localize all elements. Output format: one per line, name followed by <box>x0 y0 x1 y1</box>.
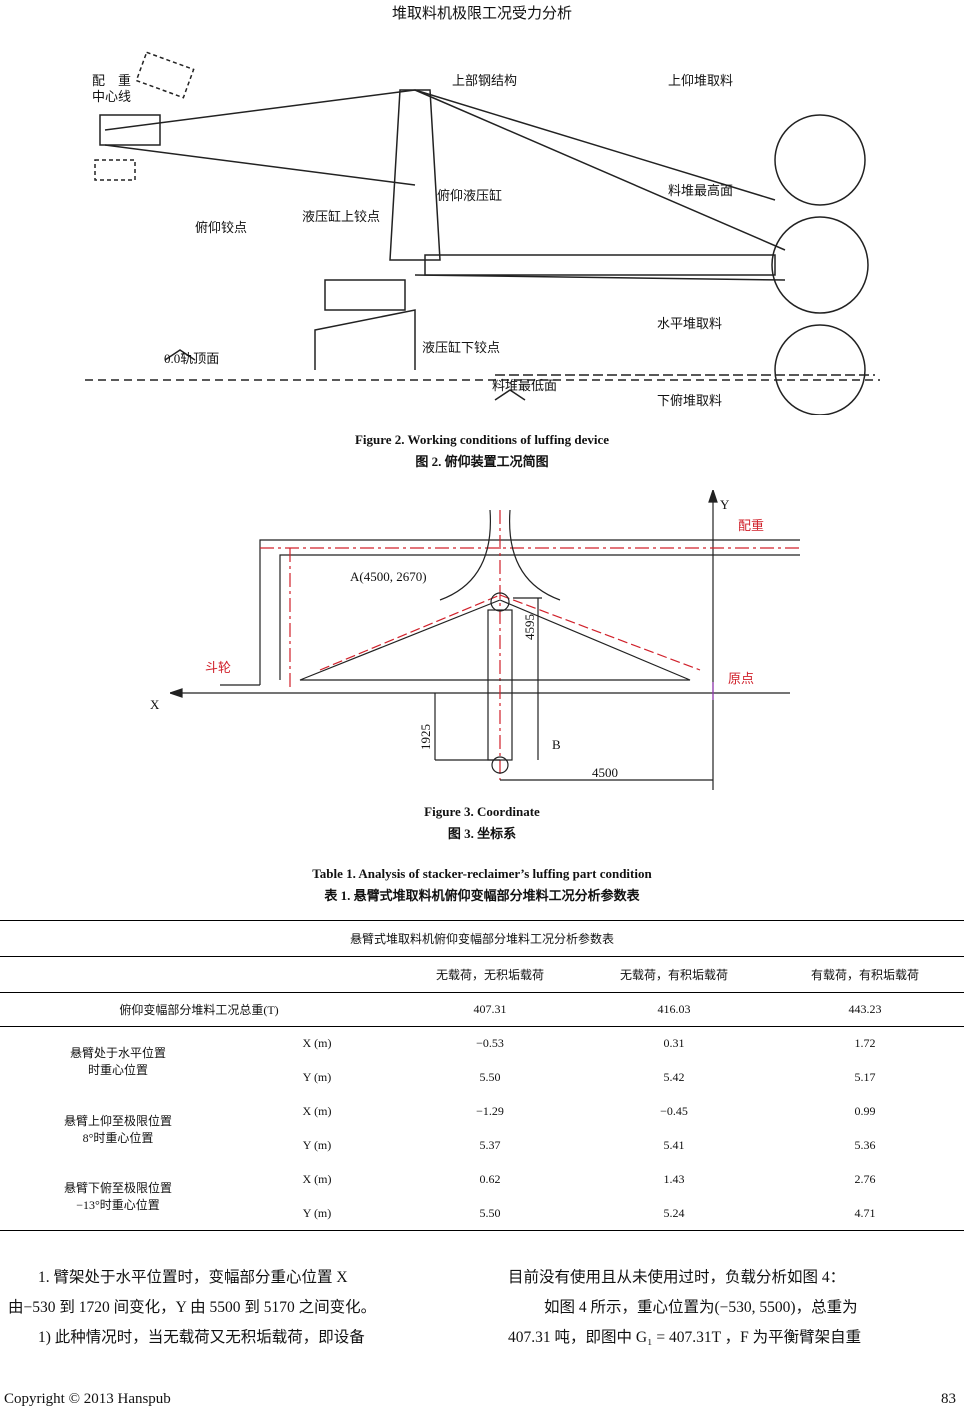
fig2-label-centerline: 中心线 <box>92 89 132 104</box>
x-label: X (m) <box>302 1036 332 1051</box>
group-label-line: 悬臂上仰至极限位置 <box>63 1113 172 1128</box>
body-right-line: 如图 4 所示，重心位置为(−530, 5500)，总重为 <box>544 1299 858 1316</box>
cell: 443.23 <box>848 1002 882 1016</box>
table-caption-en: Table 1. Analysis of stacker-reclaimer’s… <box>312 866 652 881</box>
figure-2-drawing <box>85 51 880 415</box>
cell: 5.37 <box>479 1138 501 1152</box>
table-caption-cn: 表 1. 悬臂式堆取料机俯仰变幅部分堆料工况分析参数表 <box>324 888 640 903</box>
fig2-label-rail-top: 0.0轨顶面 <box>164 351 220 366</box>
cell: 407.31 <box>473 1002 507 1016</box>
cell: 416.03 <box>657 1002 691 1016</box>
group-label: 悬臂处于水平位置时重心位置 <box>0 1027 236 1095</box>
col-header: 无载荷，无积垢载荷 <box>435 968 544 982</box>
body-right-line: 407.31 吨，即图中 G₁ = 407.31T ，F 为平衡臂架自重 <box>508 1329 862 1346</box>
analysis-table: 悬臂式堆取料机俯仰变幅部分堆料工况分析参数表 无载荷，无积垢载荷 无载荷，有积垢… <box>0 920 964 1231</box>
group-label-line: 悬臂处于水平位置 <box>69 1045 166 1060</box>
cell: 0.99 <box>854 1104 876 1118</box>
fig2-label-upper-steel: 上部钢结构 <box>452 73 518 88</box>
fig3-label-point-a: A(4500, 2670) <box>350 569 427 584</box>
fig3-label-counterweight: 配重 <box>738 518 765 533</box>
fig2-label-pile-top: 料堆最高面 <box>668 183 734 198</box>
group-label-line: 悬臂下俯至极限位置 <box>63 1181 172 1196</box>
body-left-line: 1. 臂架处于水平位置时，变幅部分重心位置 X <box>38 1269 348 1286</box>
cell: 0.31 <box>663 1036 685 1051</box>
cell: 5.50 <box>479 1205 501 1220</box>
cell: 5.24 <box>663 1205 685 1220</box>
fig3-y-axis-label: Y <box>720 497 730 512</box>
fig2-label-luff-hinge: 俯仰铰点 <box>195 220 248 235</box>
fig3-dim-4595: 4595 <box>522 614 537 640</box>
cell: 1.43 <box>663 1172 685 1186</box>
fig2-label-counterweight: 配 重 <box>92 73 132 88</box>
footer-copyright: Copyright © 2013 Hanspub <box>4 1391 171 1407</box>
page-number: 83 <box>941 1391 956 1407</box>
fig2-label-cyl-upper-hinge: 液压缸上铰点 <box>302 209 381 224</box>
fig3-x-axis-label: X <box>150 697 160 712</box>
body-left-line: 由−530 到 1720 间变化，Y 由 5500 到 5170 之间变化。 <box>8 1299 377 1316</box>
group-label-line: −13°时重心位置 <box>76 1198 160 1213</box>
cell: 5.36 <box>854 1138 876 1152</box>
fig2-label-luff-cylinder: 俯仰液压缸 <box>437 188 503 203</box>
fig3-label-point-b: B <box>552 737 561 752</box>
cell: 1.72 <box>854 1036 876 1051</box>
body-left-line: 1) 此种情况时，当无载荷又无积垢载荷，即设备 <box>38 1329 365 1346</box>
table-title: 悬臂式堆取料机俯仰变幅部分堆料工况分析参数表 <box>349 932 614 946</box>
cell: 5.17 <box>854 1070 876 1084</box>
cell: 2.76 <box>854 1172 876 1186</box>
group-label: 悬臂下俯至极限位置 −13°时重心位置 <box>0 1163 236 1231</box>
fig2-label-up-reclaim: 上仰堆取料 <box>668 73 734 88</box>
figure-3-caption-en: Figure 3. Coordinate <box>424 804 540 819</box>
col-header: 无载荷，有积垢载荷 <box>619 968 728 982</box>
x-label: X (m) <box>302 1104 332 1118</box>
group-label-line: 8°时重心位置 <box>82 1130 154 1145</box>
fig3-dim-1925: 1925 <box>418 724 433 750</box>
figure-3-caption-cn: 图 3. 坐标系 <box>447 826 517 841</box>
body-right-line: 目前没有使用且从未使用过时，负载分析如图 4： <box>508 1269 846 1286</box>
group-label: 悬臂上仰至极限位置 8°时重心位置 <box>0 1095 236 1163</box>
figure-2-caption-en: Figure 2. Working conditions of luffing … <box>354 432 610 447</box>
cell: −1.29 <box>476 1104 504 1118</box>
fig2-label-cyl-lower-hinge: 液压缸下铰点 <box>422 340 501 355</box>
x-label: X (m) <box>302 1172 332 1186</box>
cell: 0.62 <box>479 1172 501 1186</box>
col-header: 有载荷，有积垢载荷 <box>810 968 919 982</box>
fig3-label-bucket-wheel: 斗轮 <box>205 660 232 675</box>
figure-3-drawing <box>170 490 800 790</box>
total-weight-label: 俯仰变幅部分堆料工况总重(T) <box>119 1003 279 1017</box>
cell: 5.41 <box>663 1138 685 1152</box>
fig2-label-pile-bottom: 料堆最低面 <box>492 378 558 393</box>
y-label: Y (m) <box>302 1070 332 1084</box>
cell: −0.53 <box>476 1036 504 1051</box>
fig2-label-horizontal-reclaim: 水平堆取料 <box>657 316 723 331</box>
cell: −0.45 <box>660 1104 688 1118</box>
fig2-label-down-reclaim: 下俯堆取料 <box>657 393 723 408</box>
running-header: 堆取料机极限工况受力分析 <box>391 6 572 22</box>
cell: 4.71 <box>854 1205 876 1220</box>
y-label: Y (m) <box>302 1138 332 1152</box>
group-label-line: 时重心位置 <box>87 1062 148 1077</box>
figure-2-caption-cn: 图 2. 俯仰装置工况简图 <box>415 454 549 469</box>
y-label: Y (m) <box>302 1205 332 1220</box>
cell: 5.50 <box>479 1070 501 1084</box>
fig3-dim-4500: 4500 <box>592 765 618 780</box>
fig3-label-origin: 原点 <box>728 671 755 686</box>
cell: 5.42 <box>663 1070 685 1084</box>
